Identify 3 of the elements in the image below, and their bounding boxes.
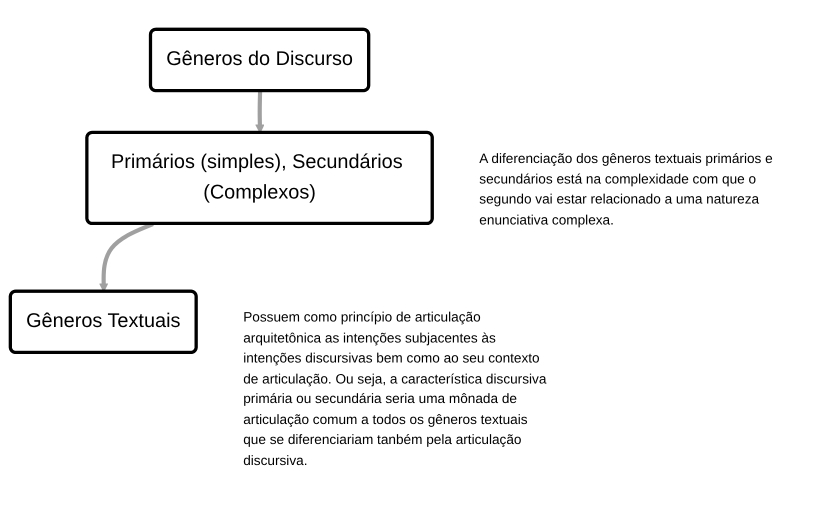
- node-label: Possuem como princípio de articulação arquitetônica as intenções subjacentes às intenções discursivas bem como ao seu contexto de articulação. Ou seja, a característica discursiva primária ou secundária seria uma mônada de articulação comum a todos os gêneros textuais que se diferenciariam tanbém pela articulação discursiva.: [243, 308, 546, 468]
- flowchart-diagram: Gêneros do Discurso Primários (simples), Secundários (Complexos) Gêneros Textuais A diferenciação dos gêneros textuais primários e secundários está na complexidade com que o segundo vai estar relacionado a uma natureza enunciativa complexa. Possuem como princípio de articulação arquitetônica as intenções subjacentes às intenções discursivas bem como ao seu contexto de articulação. Ou seja, a característica discursiva primária ou secundária seria uma mônada de articulação comum a todos os gêneros textuais que se diferenciariam tanbém pela articulação discursiva.: [2, 20, 833, 494]
- node-label: A diferenciação dos gêneros textuais primários e secundários está na complexidade com que o segundo vai estar relacionado a uma natureza enunciativa complexa.: [479, 150, 773, 228]
